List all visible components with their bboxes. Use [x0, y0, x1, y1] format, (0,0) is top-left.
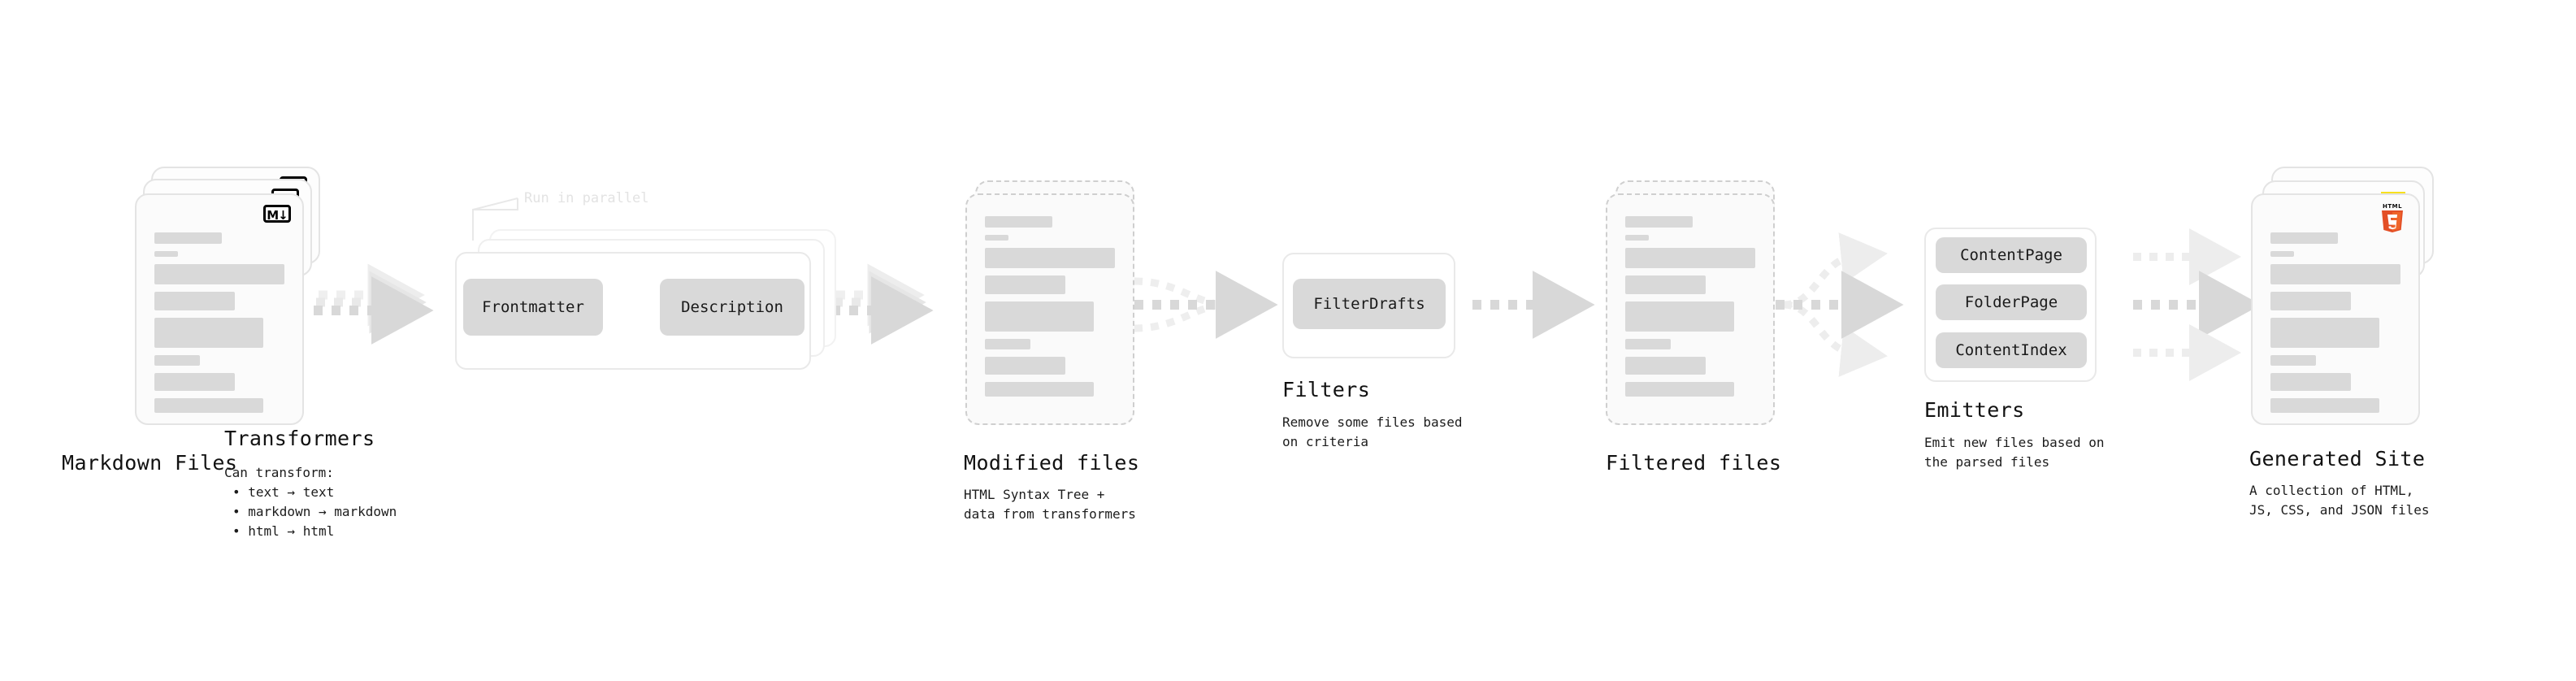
content-bar: [1625, 382, 1735, 397]
content-bar: [985, 235, 1008, 241]
content-bar: [2270, 251, 2294, 257]
content-bar: [985, 216, 1053, 228]
content-bar: [2270, 318, 2380, 348]
filter-node-filterdrafts[interactable]: FilterDrafts: [1293, 279, 1446, 329]
html5-badge-glyph: HTML: [2382, 203, 2403, 232]
emitters-title: Emitters: [1924, 398, 2025, 422]
stage-emitters: ContentPage FolderPage ContentIndex Emit…: [1924, 228, 2105, 470]
run-in-parallel-label: Run in parallel: [524, 190, 649, 206]
content-bar: [154, 398, 264, 413]
content-bar: [2270, 398, 2380, 413]
emitter-node-contentindex[interactable]: ContentIndex: [1936, 332, 2087, 368]
markdown-badge: M↓: [263, 205, 291, 223]
content-bar: [154, 355, 200, 366]
content-bar: [154, 251, 178, 257]
content-bar: [1625, 235, 1649, 241]
emitter-node-folderpage[interactable]: FolderPage: [1936, 284, 2087, 320]
generated-site-subtitle: A collection of HTML, JS, CSS, and JSON …: [2249, 483, 2430, 518]
filtered-doc-content: [1625, 216, 1755, 404]
content-bar: [1625, 216, 1693, 228]
content-bar: [2270, 232, 2339, 244]
markdown-files-title: Markdown Files: [62, 451, 238, 475]
site-doc-content: [2270, 232, 2400, 420]
content-bar: [154, 264, 284, 284]
stage-modified-files: Modified files HTML Syntax Tree + data f…: [0, 0, 1219, 681]
emitter-node-contentpage[interactable]: ContentPage: [1936, 237, 2087, 273]
filters-title: Filters: [1282, 378, 1371, 401]
content-bar: [985, 357, 1066, 375]
content-bar: [154, 292, 236, 310]
filtered-doc-front: [1606, 193, 1775, 425]
modified-doc-front: [965, 193, 1134, 425]
html5-badge: HTML: [2379, 202, 2405, 232]
content-bar: [2270, 355, 2316, 366]
content-bar: [985, 301, 1095, 332]
stage-transformers: Run in parallel Frontmatter Description …: [0, 0, 836, 681]
transformers-lead: Can transform:: [224, 465, 334, 480]
content-bar: [1625, 248, 1755, 268]
transformer-node-description[interactable]: Description: [660, 279, 804, 336]
stage-filtered-files: Filtered files: [1606, 180, 1782, 475]
content-bar: [154, 232, 223, 244]
modified-files-subtitle: HTML Syntax Tree + data from transformer…: [964, 487, 1136, 522]
markdown-doc-content: [154, 232, 284, 420]
content-bar: [1625, 301, 1735, 332]
content-bar: [154, 318, 264, 348]
generated-site-title: Generated Site: [2249, 447, 2426, 471]
modified-doc-content: [985, 216, 1115, 404]
content-bar: [2270, 264, 2400, 284]
filtered-files-title: Filtered files: [1606, 451, 1782, 475]
content-bar: [2270, 373, 2352, 391]
markdown-doc-front: M↓: [135, 193, 304, 425]
transformer-node-frontmatter[interactable]: Frontmatter: [463, 279, 603, 336]
modified-files-title: Modified files: [964, 451, 1140, 475]
emitters-subtitle: Emit new files based on the parsed files: [1924, 435, 2105, 470]
content-bar: [985, 382, 1095, 397]
content-bar: [1625, 357, 1706, 375]
content-bar: [985, 248, 1115, 268]
content-bar: [1625, 275, 1706, 294]
stage-filters: FilterDrafts Filters Remove some files b…: [1282, 253, 1463, 449]
transformers-title: Transformers: [224, 427, 375, 450]
content-bar: [154, 373, 236, 391]
site-doc-front: HTML: [2251, 193, 2420, 425]
stage-markdown-files: M↓ M↓ M↓ Markdown Files: [0, 0, 341, 681]
transformers-bullets: • text → text • markdown → markdown • ht…: [232, 484, 397, 539]
content-bar: [985, 339, 1030, 349]
content-bar: [2270, 292, 2352, 310]
content-bar: [985, 275, 1066, 294]
filters-subtitle: Remove some files based on criteria: [1282, 414, 1463, 449]
svg-text:HTML: HTML: [2383, 203, 2402, 210]
content-bar: [1625, 339, 1671, 349]
